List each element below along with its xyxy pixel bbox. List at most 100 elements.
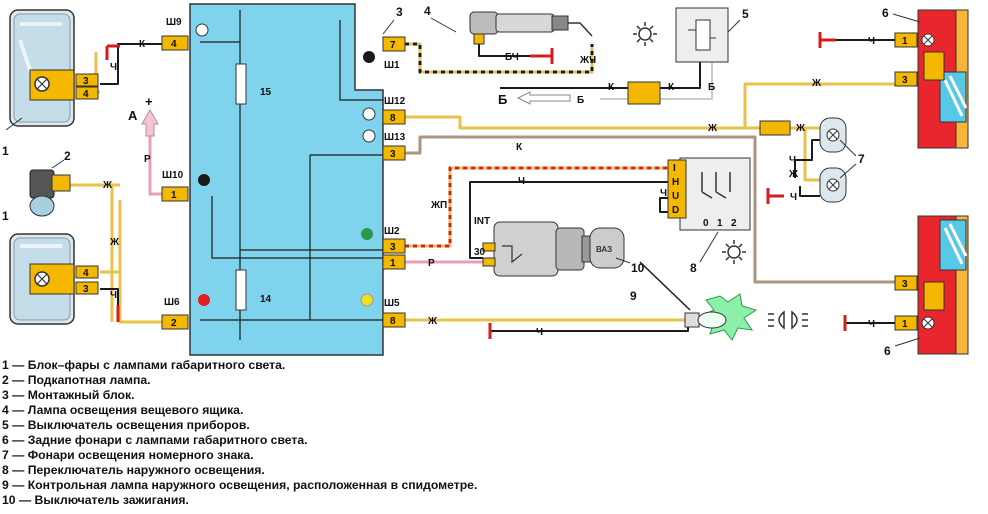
rear-lamp-bottom: 3 1 xyxy=(894,215,969,355)
label-2: 2 xyxy=(64,149,71,163)
pin-label: 3 xyxy=(390,242,396,253)
wire-label: Ч xyxy=(868,36,875,47)
connector-plate xyxy=(759,120,791,136)
wire-label: Ж xyxy=(109,237,120,248)
block-socket-label: Ш6 xyxy=(164,297,180,308)
underhood-lamp xyxy=(29,169,71,217)
switch-pos-1: 1 xyxy=(717,218,723,229)
wire-label: Р xyxy=(144,154,151,165)
headlight-telltale-icon xyxy=(768,310,808,330)
pin-label: 7 xyxy=(390,40,396,51)
wire-label: Ж xyxy=(427,316,438,327)
wire-label: Ж xyxy=(811,78,822,89)
ignition-switch: ВАЗ xyxy=(482,221,625,277)
arrow-b xyxy=(516,91,571,105)
wire-lamp4-bch xyxy=(478,40,530,57)
wire-label: Ж xyxy=(795,123,806,134)
label-3: 3 xyxy=(396,5,403,19)
wire-lamp2-zh xyxy=(70,183,114,322)
wire-label: Ч xyxy=(536,327,543,338)
arrow-a-label: А xyxy=(128,108,138,123)
legend-item-3: 3 — Монтажный блок. xyxy=(2,388,135,402)
arrow-a-plus: + xyxy=(145,94,153,109)
label-10: 10 xyxy=(631,261,645,275)
ground-icon xyxy=(766,188,784,204)
pin-label: 3 xyxy=(83,76,89,87)
label-1-bottom: 1 xyxy=(2,209,9,223)
instrument-light-icon xyxy=(633,22,657,46)
pin-label: 4 xyxy=(83,89,89,100)
ignition-30-label: 30 xyxy=(474,247,486,258)
legend: 1 — Блок–фары с лампами габаритного свет… xyxy=(2,358,702,508)
headlight-bottom: 4 3 xyxy=(9,233,99,325)
block-socket-label: Ш12 xyxy=(384,96,406,107)
wire-sh12-zh xyxy=(405,115,760,130)
block-socket-label: Ш9 xyxy=(166,17,182,28)
switch-pos-0: 0 xyxy=(703,218,709,229)
switch-pin-h: H xyxy=(672,177,679,188)
mounting-block: 15 14 xyxy=(189,3,384,356)
connector-sh12 xyxy=(382,109,406,125)
legend-item-9: 9 — Контрольная лампа наружного освещени… xyxy=(2,478,478,492)
rear-lamp-top: 1 3 xyxy=(894,9,969,149)
connector-sh13 xyxy=(382,145,406,161)
wire-layer xyxy=(70,39,895,332)
legend-item-2: 2 — Подкапотная лампа. xyxy=(2,373,151,387)
pin-label: 3 xyxy=(902,75,908,86)
wire-label: К xyxy=(668,82,675,93)
fuse-14 xyxy=(235,269,247,311)
wire-label: Б xyxy=(577,95,584,106)
wire-label: К xyxy=(139,39,146,50)
wire-label: К xyxy=(516,142,523,153)
plate-lamps xyxy=(819,117,847,203)
wire-lamp9-ch xyxy=(490,325,689,332)
ground-icon xyxy=(105,44,120,60)
wire-label: Ч xyxy=(518,176,525,187)
wire-hl-bot-ch xyxy=(100,288,119,305)
wire-sh1-zhch-stripe xyxy=(405,42,594,74)
connector-sh10 xyxy=(161,186,189,202)
pin-label: 3 xyxy=(83,284,89,295)
wire-hl-zh-long xyxy=(70,183,162,324)
wire-sw5-b2 xyxy=(660,62,713,100)
legend-item-6: 6 — Задние фонари с лампами габаритного … xyxy=(2,433,308,447)
wire-sh2-zhp-stripe xyxy=(405,166,680,248)
label-8: 8 xyxy=(690,261,697,275)
label-9: 9 xyxy=(630,289,637,303)
key-brand: ВАЗ xyxy=(596,245,612,254)
fuse-15 xyxy=(235,63,247,105)
pin-label: 3 xyxy=(390,149,396,160)
connector-sh5 xyxy=(382,312,406,328)
wire-sh9-k xyxy=(100,43,162,85)
block-socket-label: Ш5 xyxy=(384,298,400,309)
pin-label: 8 xyxy=(390,316,396,327)
wire-label: Ж xyxy=(707,123,718,134)
wire-label: Ч xyxy=(790,192,797,203)
connector-sw5 xyxy=(627,81,661,105)
pin-label: 1 xyxy=(390,258,396,269)
pin-label: 3 xyxy=(902,279,908,290)
connector-sh6 xyxy=(161,314,189,330)
label-1-top: 1 xyxy=(2,144,9,158)
legend-item-5: 5 — Выключатель освещения приборов. xyxy=(2,418,250,432)
block-socket-label: Ш1 xyxy=(384,60,400,71)
wire-sh13-k xyxy=(405,135,895,284)
fuse-label: 14 xyxy=(260,294,272,305)
legend-item-10: 10 — Выключатель зажигания. xyxy=(2,493,189,507)
connector-sh2-3 xyxy=(382,238,406,254)
block-socket-label: Ш2 xyxy=(384,226,400,237)
block-socket-label: Ш10 xyxy=(162,170,184,181)
wire-7-ch xyxy=(794,139,825,197)
label-6-bottom: 6 xyxy=(884,344,891,358)
wire-lamp9-lead xyxy=(639,261,691,311)
connector-sh2-1 xyxy=(382,254,406,270)
legend-item-4: 4 — Лампа освещения вещевого ящика. xyxy=(2,403,244,417)
legend-item-7: 7 — Фонари освещения номерного знака. xyxy=(2,448,254,462)
exterior-light-icon xyxy=(722,240,746,264)
headlight-top: 3 4 xyxy=(9,9,99,127)
wire-label: Ж xyxy=(788,169,799,180)
switch-pin-u: U xyxy=(672,191,679,202)
wire-label: Б xyxy=(708,82,715,93)
wire-label: БЧ xyxy=(505,52,519,63)
